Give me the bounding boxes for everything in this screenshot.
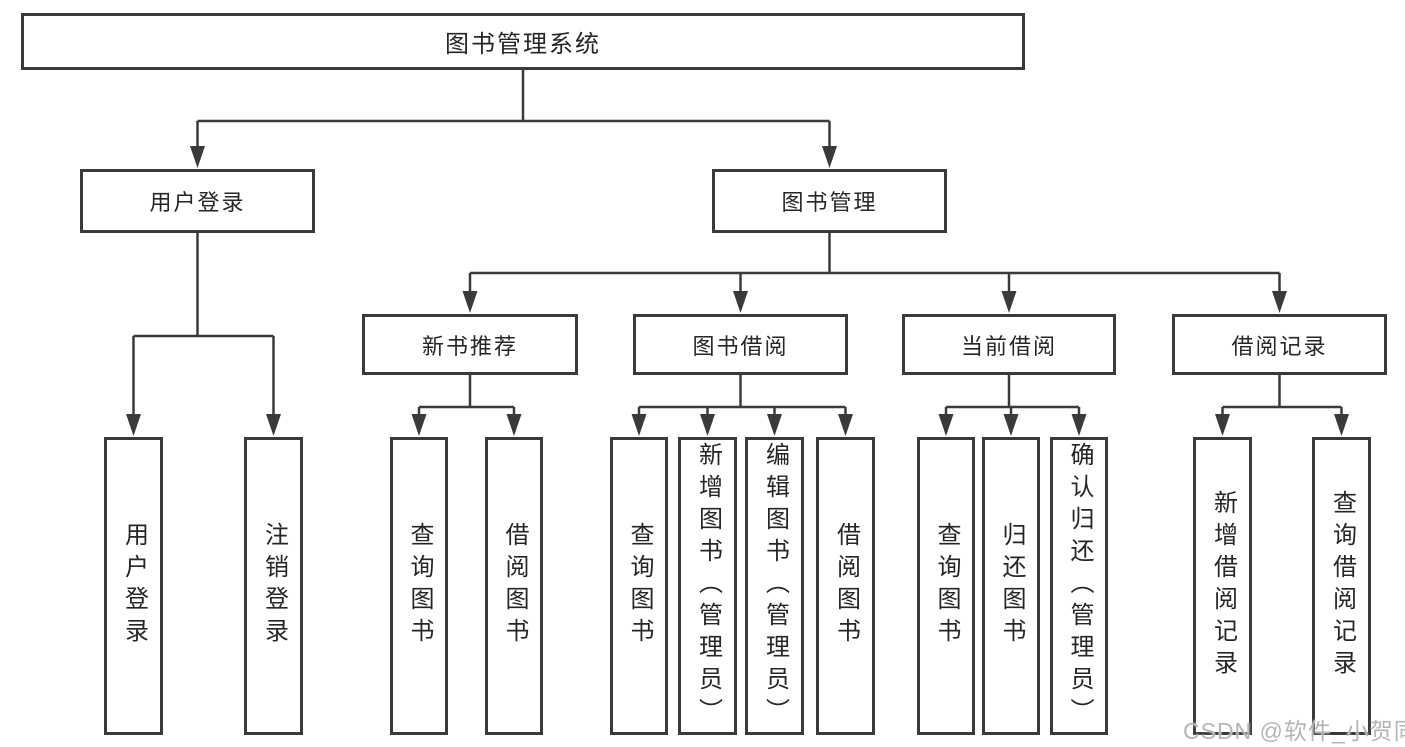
- watermark: CSDN @软件_小贺同学: [1183, 718, 1405, 744]
- leaf-add-books-admin-label: 新增图书（管理员）: [694, 442, 722, 730]
- leaf-return-books: 归还图书: [982, 437, 1040, 735]
- leaf-borrow-books: 借阅图书: [816, 437, 875, 735]
- leaf-logout-label: 注销登录: [260, 522, 288, 650]
- leaf-query-borrow-record-label: 查询借阅记录: [1328, 490, 1356, 682]
- leaf-edit-books-admin: 编辑图书（管理员）: [745, 437, 804, 735]
- leaf-borrow-books-recommend: 借阅图书: [485, 437, 543, 735]
- leaf-query-books-borrow: 查询图书: [610, 437, 668, 735]
- node-borrow-records-label: 借阅记录: [1231, 333, 1328, 359]
- node-new-book-recommend: 新书推荐: [362, 314, 578, 375]
- leaf-query-books-current: 查询图书: [917, 437, 975, 735]
- leaf-query-books-recommend: 查询图书: [390, 437, 448, 735]
- leaf-logout: 注销登录: [244, 437, 303, 735]
- leaf-query-borrow-record: 查询借阅记录: [1312, 437, 1371, 735]
- node-root-label: 图书管理系统: [445, 31, 601, 58]
- node-user-login-label: 用户登录: [149, 190, 246, 215]
- leaf-add-borrow-record-label: 新增借阅记录: [1209, 490, 1237, 682]
- node-book-borrow-label: 图书借阅: [692, 333, 789, 359]
- leaf-borrow-books-label: 借阅图书: [832, 522, 860, 650]
- node-user-login: 用户登录: [80, 169, 315, 233]
- leaf-user-login-label: 用户登录: [120, 522, 148, 650]
- leaf-return-books-label: 归还图书: [998, 522, 1025, 650]
- leaf-edit-books-admin-label: 编辑图书（管理员）: [761, 442, 789, 730]
- leaf-confirm-return-admin-label: 确认归还（管理员）: [1066, 442, 1093, 730]
- leaf-confirm-return-admin: 确认归还（管理员）: [1050, 437, 1108, 735]
- node-new-book-recommend-label: 新书推荐: [421, 333, 518, 359]
- leaf-borrow-books-recommend-label: 借阅图书: [501, 522, 528, 650]
- node-current-borrow: 当前借阅: [902, 314, 1116, 375]
- node-root: 图书管理系统: [21, 13, 1025, 70]
- leaf-user-login: 用户登录: [104, 437, 163, 735]
- node-book-borrow: 图书借阅: [633, 314, 848, 375]
- leaf-query-books-recommend-label: 查询图书: [406, 522, 433, 650]
- leaf-query-books-current-label: 查询图书: [933, 522, 960, 650]
- node-borrow-records: 借阅记录: [1172, 314, 1387, 375]
- node-current-borrow-label: 当前借阅: [960, 333, 1057, 359]
- leaf-add-books-admin: 新增图书（管理员）: [678, 437, 737, 735]
- node-book-management-label: 图书管理: [781, 190, 878, 215]
- leaf-add-borrow-record: 新增借阅记录: [1193, 437, 1252, 735]
- leaf-query-books-borrow-label: 查询图书: [626, 522, 653, 650]
- node-book-management: 图书管理: [712, 169, 947, 233]
